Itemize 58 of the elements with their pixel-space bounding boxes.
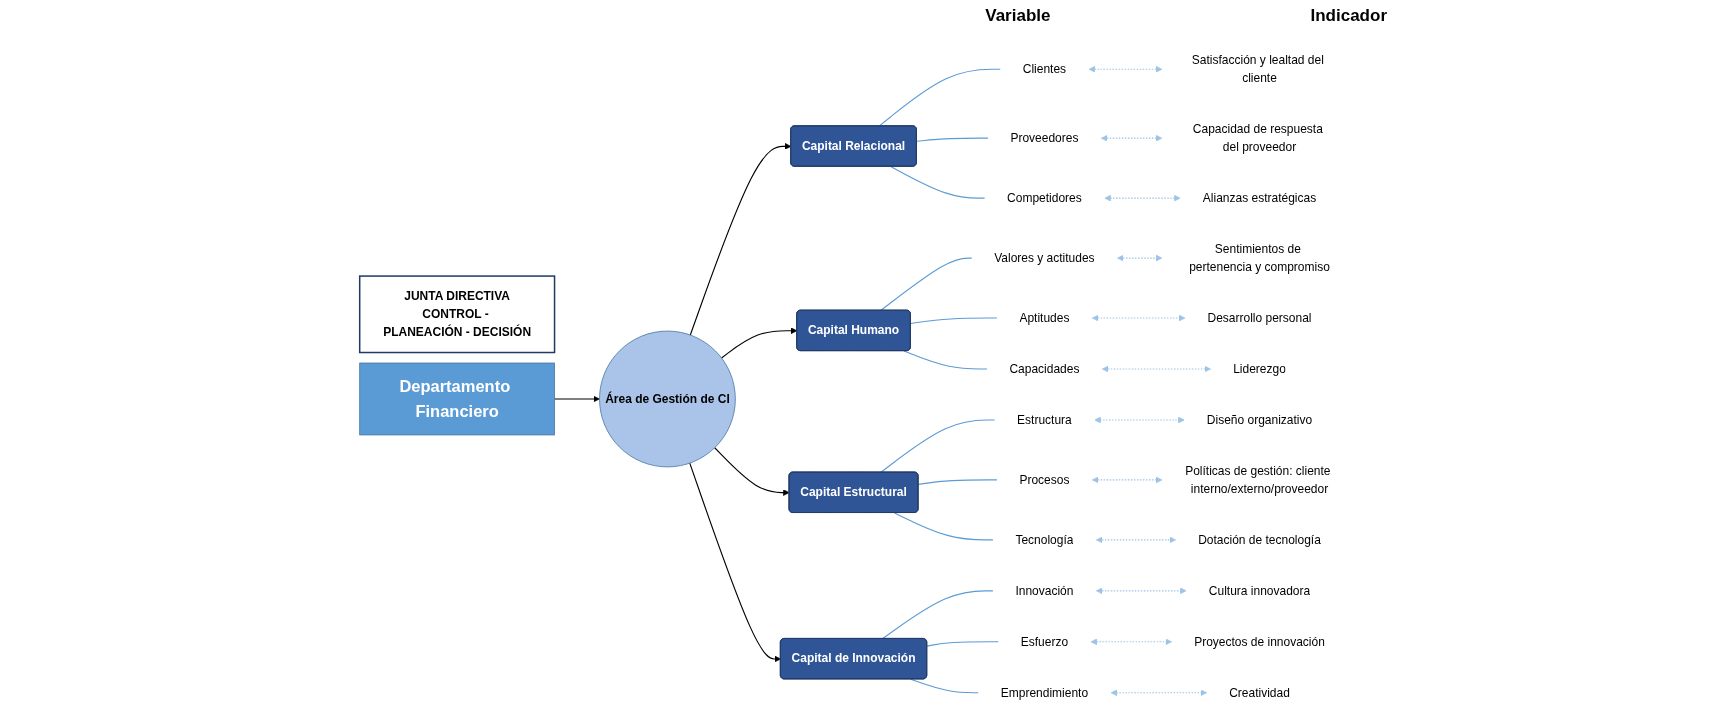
node-text: Innovación	[1015, 584, 1074, 597]
connector	[878, 68, 1001, 127]
node-text: Cultura innovadora	[1209, 584, 1311, 597]
node-text: Liderezgo	[1233, 362, 1287, 375]
arrow	[1102, 365, 1212, 373]
node-text: Aptitudes	[1019, 311, 1070, 325]
connector	[903, 350, 988, 370]
node-text: Clientes	[1022, 62, 1067, 76]
node-text: Alianzas estratégicas	[1203, 191, 1317, 205]
arrow	[689, 462, 782, 663]
node-text: Capacidades	[1009, 362, 1080, 375]
node-text: Diseño organizativo	[1207, 413, 1313, 426]
arrow	[554, 395, 600, 403]
column-header: Indicador	[1310, 6, 1387, 27]
node-text: Proveedores	[1010, 131, 1079, 145]
connector	[880, 257, 973, 312]
node-text: Procesos	[1019, 473, 1070, 486]
node-text: Emprendimiento	[1000, 686, 1089, 699]
node-text: Tecnología	[1015, 533, 1074, 546]
arrow	[1092, 314, 1186, 322]
node-text: Capacidad de respuesta del proveedor	[1193, 122, 1324, 154]
arrow	[1110, 689, 1208, 697]
arrow	[1088, 65, 1163, 73]
arrow	[1096, 587, 1187, 595]
arrow	[1092, 476, 1163, 484]
arrow	[1101, 134, 1163, 142]
connector	[910, 317, 998, 324]
arrow	[689, 143, 792, 336]
connector	[882, 590, 994, 640]
connector	[894, 512, 994, 541]
node-box: JUNTA DIRECTIVA CONTROL - PLANEACIÓN - DECISIÓN	[359, 275, 556, 354]
column-header: Variable	[985, 6, 1051, 27]
node-text: Sentimientos de pertenencia y compromiso	[1189, 242, 1330, 274]
arrow	[1090, 638, 1173, 646]
node-text: Dotación de tecnología	[1198, 533, 1322, 546]
arrow	[1094, 416, 1185, 424]
node-text: Creatividad	[1229, 686, 1291, 699]
node-circle: Área de Gestión de CI	[599, 330, 736, 468]
connector	[926, 641, 999, 647]
arrow	[1096, 536, 1177, 544]
node-text: Proyectos de innovación	[1194, 635, 1326, 648]
node-text: Esfuerzo	[1020, 635, 1069, 648]
arrow	[1117, 254, 1163, 262]
node-text: Políticas de gestión: cliente interno/externo/proveedor	[1185, 464, 1331, 495]
node-box: Departamento Financiero	[359, 362, 556, 436]
connector	[916, 137, 989, 142]
node-text: Competidores	[1007, 191, 1082, 205]
arrow	[721, 327, 798, 359]
connector	[880, 419, 996, 473]
connector	[890, 166, 986, 199]
connector	[910, 678, 979, 694]
node-text: Valores y actitudes	[994, 251, 1095, 265]
node-text: Estructura	[1017, 413, 1072, 426]
arrow	[714, 447, 790, 496]
node-text: Satisfacción y lealtad del cliente	[1192, 53, 1325, 85]
node-text: Desarrollo personal	[1207, 311, 1312, 325]
arrow	[1104, 194, 1181, 202]
connector	[918, 479, 998, 485]
